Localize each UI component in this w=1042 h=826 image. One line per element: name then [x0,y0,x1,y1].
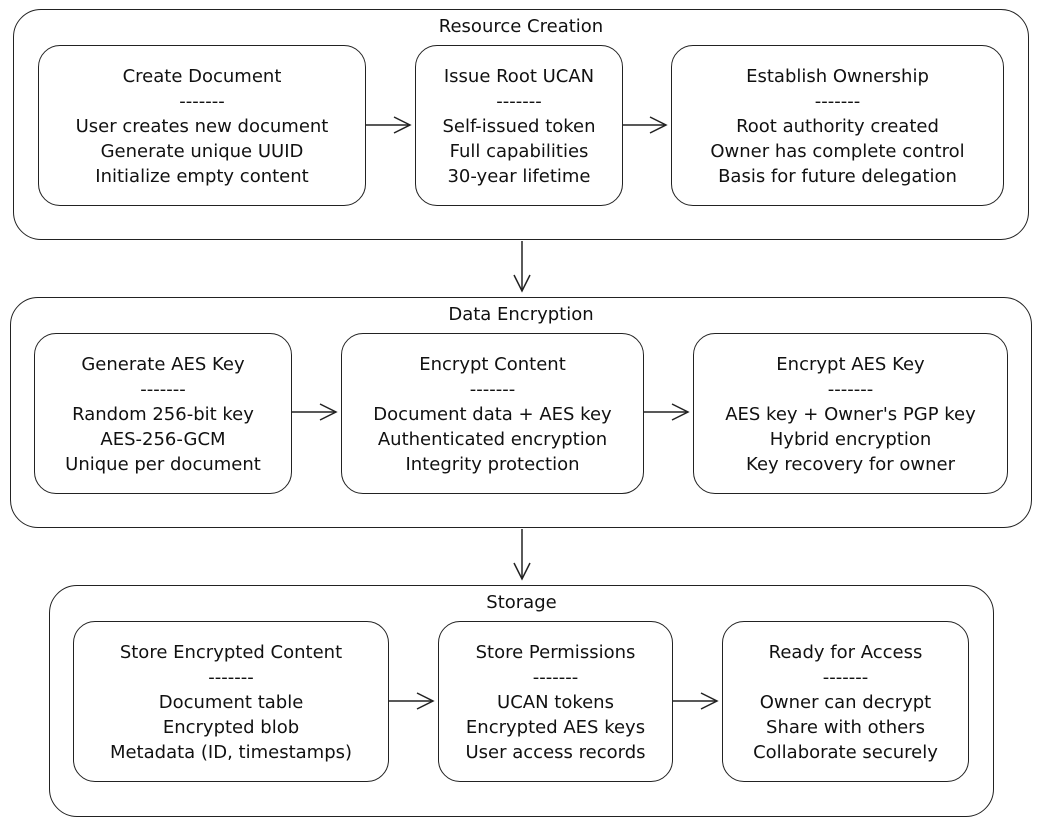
node-establish-ownership: Establish Ownership ------- Root authori… [671,45,1004,206]
node-title: Encrypt AES Key [776,354,925,375]
node-line: AES key + Owner's PGP key [725,404,976,425]
node-separator: ------- [179,91,225,112]
node-separator: ------- [827,379,874,400]
group-title: Storage [486,592,557,613]
node-line: Generate unique UUID [100,141,304,162]
node-separator: ------- [496,91,542,112]
node-line: Owner can decrypt [759,692,932,713]
node-title: Create Document [122,66,282,87]
node-title: Establish Ownership [746,66,929,87]
node-line: Collaborate securely [753,742,938,763]
node-title: Ready for Access [768,642,923,663]
node-store-encrypted-content: Store Encrypted Content ------- Document… [73,621,389,782]
node-line: Initialize empty content [95,166,309,187]
node-line: 30-year lifetime [447,166,591,187]
node-line: UCAN tokens [497,692,614,713]
node-title: Store Permissions [475,642,636,663]
group-title: Data Encryption [448,304,594,325]
arrow-down [513,529,531,581]
node-separator: ------- [814,91,861,112]
node-separator: ------- [140,379,186,400]
node-encrypt-content: Encrypt Content ------- Document data + … [341,333,644,494]
node-store-permissions: Store Permissions ------- UCAN tokens En… [438,621,673,782]
node-title: Generate AES Key [81,354,245,375]
node-line: Basis for future delegation [718,166,957,187]
node-issue-root-ucan: Issue Root UCAN ------- Self-issued toke… [415,45,623,206]
node-line: Unique per document [65,454,261,475]
node-separator: ------- [208,667,254,688]
node-line: Full capabilities [449,141,589,162]
node-separator: ------- [469,379,516,400]
node-ready-for-access: Ready for Access ------- Owner can decry… [722,621,969,782]
node-line: Encrypted blob [162,717,300,738]
node-line: Document table [158,692,304,713]
node-title: Encrypt Content [419,354,566,375]
node-line: User access records [465,742,646,763]
node-create-document: Create Document ------- User creates new… [38,45,366,206]
node-line: Root authority created [736,116,939,137]
node-encrypt-aes-key: Encrypt AES Key ------- AES key + Owner'… [693,333,1008,494]
node-line: Key recovery for owner [746,454,955,475]
node-separator: ------- [532,667,579,688]
node-line: Authenticated encryption [377,429,608,450]
node-line: Share with others [766,717,925,738]
arrow-down [513,241,531,293]
group-title: Resource Creation [438,16,604,37]
node-generate-aes-key: Generate AES Key ------- Random 256-bit … [34,333,292,494]
node-line: Owner has complete control [710,141,965,162]
node-line: AES-256-GCM [100,429,226,450]
node-line: Metadata (ID, timestamps) [109,742,353,763]
node-title: Store Encrypted Content [119,642,343,663]
node-line: Document data + AES key [373,404,612,425]
node-line: Self-issued token [442,116,596,137]
node-line: Encrypted AES keys [465,717,646,738]
node-line: User creates new document [75,116,329,137]
node-separator: ------- [822,667,869,688]
node-title: Issue Root UCAN [443,66,595,87]
node-line: Random 256-bit key [72,404,254,425]
node-line: Integrity protection [405,454,580,475]
node-line: Hybrid encryption [769,429,932,450]
